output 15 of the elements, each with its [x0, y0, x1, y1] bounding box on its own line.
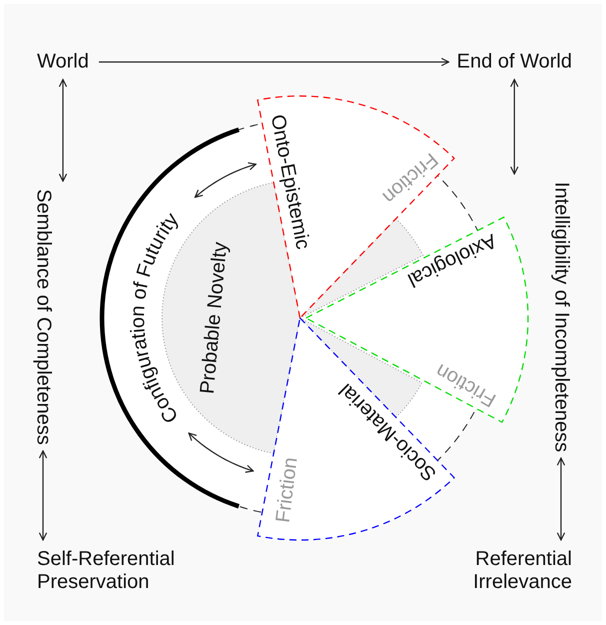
axis-label: Self-Referential Preservation	[37, 548, 182, 594]
arrow	[98, 58, 450, 66]
double-arrow	[510, 78, 519, 175]
axis-label: Semblance of Completeness	[32, 189, 54, 445]
double-arrow	[58, 78, 68, 182]
double-arrow	[188, 432, 254, 473]
axis-label: Intelligibility of Incompleteness	[550, 182, 572, 452]
double-arrow	[38, 450, 48, 541]
friction-label: Friction	[272, 456, 302, 524]
axis-label: World	[37, 50, 89, 74]
axis-label: End of World	[456, 50, 572, 74]
double-arrow	[556, 457, 566, 541]
double-arrow	[194, 162, 256, 198]
region-label: Probable Novelty	[196, 241, 232, 395]
axis-label: Referential Irrelevance	[457, 548, 572, 594]
